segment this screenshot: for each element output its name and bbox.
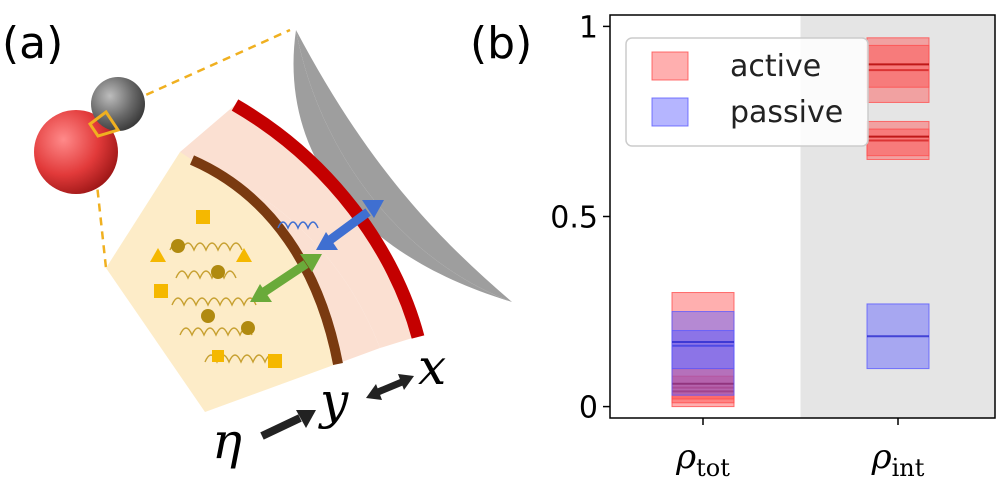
particle-circle [211, 265, 225, 279]
zoom-line-left [88, 119, 108, 269]
zoom-marker [87, 109, 121, 138]
cell-section [106, 99, 425, 412]
legend-swatch-active [651, 51, 689, 81]
y-tick-label: 0.5 [550, 201, 598, 236]
arrow-eta-to-y [260, 410, 316, 440]
data-boxes [671, 37, 930, 408]
surface-shape-fill [293, 30, 512, 302]
legend-label-passive: passive [730, 95, 843, 130]
particle-circle [241, 321, 255, 335]
periplasm-inner-region [180, 152, 380, 362]
panel-a-label: (a) [2, 18, 63, 69]
outer-membrane [231, 99, 425, 339]
x-tick-label-main: ρ [675, 437, 696, 477]
legend: active passive [625, 37, 869, 147]
x-tick-label: ρtot [675, 437, 730, 482]
symbol-x: x [418, 338, 446, 396]
box-passive [671, 311, 735, 396]
panel-b-label: (b) [470, 18, 532, 69]
x-tick-label-main: ρ [871, 437, 892, 477]
box-passive [671, 330, 735, 370]
cytoplasm-particles [150, 210, 282, 368]
particle-square [196, 210, 210, 224]
spring-4 [179, 327, 253, 337]
cytoplasm-region [106, 152, 342, 412]
box-active [671, 368, 735, 404]
x-tick-label: ρint [871, 437, 925, 482]
red-sphere [34, 110, 118, 194]
x-tick-label-sub: tot [696, 454, 730, 482]
particle-circle [201, 309, 215, 323]
particle-triangle [150, 248, 166, 262]
spring-2 [175, 270, 237, 280]
y-axis: 00.51 [550, 10, 610, 426]
legend-box [625, 37, 869, 147]
periplasm-region [180, 105, 422, 348]
gray-sphere [91, 77, 145, 131]
box-active [866, 44, 930, 88]
green-double-arrow [250, 254, 322, 302]
inner-membrane [189, 155, 343, 365]
symbol-eta: η [212, 412, 242, 470]
legend-label-active: active [730, 49, 821, 84]
spring-3 [171, 297, 257, 307]
y-tick-label: 1 [579, 10, 598, 45]
particle-triangle [236, 248, 252, 262]
legend-swatch-passive [651, 97, 689, 127]
periplasm-spring [277, 221, 319, 230]
arrow-y-x [366, 374, 414, 400]
x-tick-label-sub: int [892, 454, 925, 482]
particle-square [268, 354, 282, 368]
particle-square [212, 350, 224, 362]
particle-square [154, 284, 168, 298]
particle-circle [171, 239, 185, 253]
y-tick-label: 0 [579, 391, 598, 426]
panel-a-schematic: (a) [2, 18, 512, 470]
blue-double-arrow [316, 200, 384, 250]
box-active [866, 128, 930, 157]
symbol-y: y [318, 372, 349, 430]
